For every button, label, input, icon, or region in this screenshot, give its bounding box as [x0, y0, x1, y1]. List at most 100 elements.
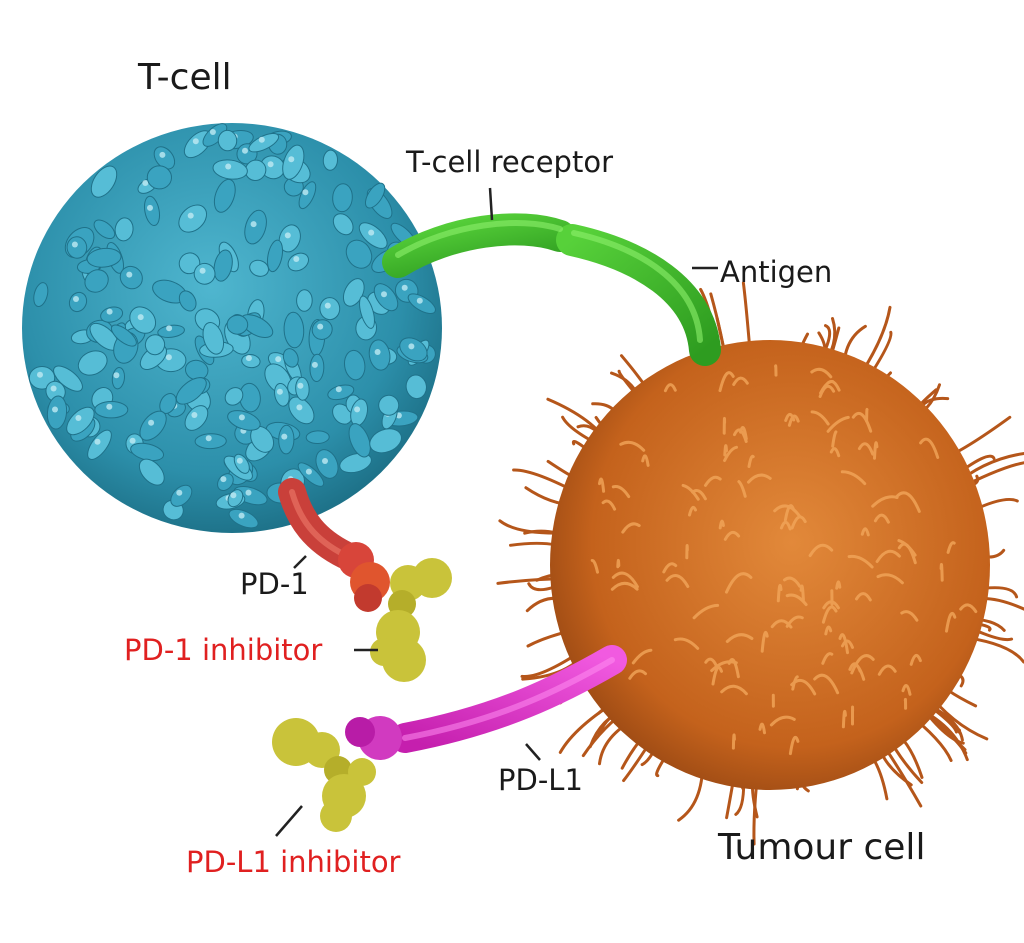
- tumour-wrinkle: [851, 412, 873, 433]
- tumour-wrinkle: [770, 619, 793, 629]
- t-cell-highlight: [238, 414, 245, 421]
- t-cell-microvillus: [369, 428, 402, 454]
- t-cell-microvillus: [143, 195, 161, 226]
- tumour-wrinkle: [895, 491, 921, 513]
- t-cell-highlight: [401, 284, 408, 291]
- t-cell-microvillus: [93, 219, 116, 240]
- t-cell-microvillus: [77, 350, 108, 376]
- t-cell-highlight: [374, 349, 381, 355]
- t-cell-microvillus: [358, 222, 388, 249]
- t-cell-highlight: [205, 435, 212, 442]
- tumour-wrinkle: [783, 576, 802, 588]
- tumour-wrinkle: [723, 444, 728, 457]
- t-cell-microvillus: [94, 401, 129, 419]
- t-cell-highlight: [250, 221, 257, 228]
- tumour-cell: [496, 281, 1024, 846]
- tumour-wrinkle: [718, 371, 735, 393]
- leader-lines: [275, 187, 718, 837]
- t-cell-highlight: [106, 308, 113, 315]
- tumour-wrinkle: [747, 473, 772, 484]
- t-cell-microvillus: [399, 337, 428, 362]
- t-cell-microvillus: [114, 217, 134, 242]
- tumour-wrinkle: [601, 499, 617, 511]
- tumour-wrinkle: [725, 572, 753, 594]
- pd1-protein: [278, 478, 390, 612]
- t-cell-highlight: [147, 204, 153, 211]
- t-cell-microvillus: [327, 384, 355, 401]
- t-cell-microvillus: [170, 484, 193, 507]
- tumour-wrinkle: [791, 675, 799, 691]
- t-cell-microvillus: [405, 374, 427, 400]
- tumour-wrinkle: [628, 669, 647, 680]
- tumour-wrinkle: [641, 454, 650, 467]
- t-cell-highlight: [192, 138, 199, 145]
- t-cell-highlight: [165, 354, 172, 361]
- t-cell-microvillus: [298, 181, 317, 210]
- tumour-wrinkle: [841, 639, 854, 649]
- t-cell-highlight: [311, 361, 318, 368]
- tumour-wrinkle: [710, 660, 738, 673]
- pdl1-protein: [345, 645, 627, 760]
- tumour-wrinkle: [945, 612, 957, 633]
- tumour-wrinkle: [711, 665, 723, 686]
- tumour-wrinkle: [732, 376, 749, 386]
- tumour-wrinkle: [688, 505, 697, 517]
- tumour-wrinkle: [909, 653, 922, 666]
- t-cell-microvillus: [202, 321, 225, 355]
- t-cell-microvillus: [157, 324, 185, 338]
- tumour-wrinkle: [733, 428, 748, 443]
- tumour-wrinkle: [840, 470, 867, 486]
- t-cell-highlight: [296, 404, 303, 411]
- tumour-wrinkle: [875, 549, 901, 563]
- tumour-wrinkle: [725, 633, 754, 643]
- t-cell-highlight: [416, 297, 423, 304]
- t-cell-microvillus: [309, 353, 325, 382]
- t-cell-microvillus: [305, 430, 330, 445]
- t-cell-microvillus: [283, 311, 305, 349]
- tumour-wrinkle: [619, 440, 646, 452]
- tumour-wrinkle: [760, 631, 769, 653]
- tumour-wrinkle: [847, 554, 874, 569]
- tumour-wrinkle: [838, 633, 849, 655]
- t-cell-microvillus: [138, 458, 165, 486]
- t-cell-microvillus: [373, 283, 399, 312]
- tumour-wrinkle: [819, 380, 835, 395]
- t-cell-highlight: [159, 151, 166, 158]
- tumour-wrinkle: [737, 480, 747, 498]
- t-cell-receptor-label: T-cell receptor: [406, 145, 613, 179]
- tumour-wrinkle: [665, 574, 690, 588]
- t-cell-microvillus: [146, 165, 172, 190]
- tumour-wrinkle: [900, 610, 919, 622]
- tumour-wrinkle: [939, 563, 944, 582]
- t-cell-microvillus: [274, 382, 290, 407]
- t-cell-highlight: [354, 406, 361, 413]
- t-cell-microvillus: [315, 449, 339, 479]
- t-cell-microvillus: [332, 213, 354, 236]
- t-cell-highlight: [238, 512, 245, 519]
- t-cell-microvillus: [86, 247, 122, 268]
- t-cell-microvillus: [213, 249, 233, 282]
- tumour-wrinkle: [723, 445, 738, 462]
- tumour-wrinkle: [704, 657, 719, 668]
- t-cell-highlight: [305, 468, 312, 475]
- t-cell-microvillus: [110, 324, 137, 347]
- t-cell-microvillus: [193, 262, 216, 285]
- t-cell-microvillus: [288, 396, 315, 425]
- tumour-wrinkle: [897, 542, 917, 565]
- tumour-wrinkle: [783, 504, 796, 522]
- tumour-wrinkle: [616, 558, 621, 569]
- pd1-label: PD-1: [240, 567, 309, 601]
- t-cell-microvillus: [319, 297, 341, 321]
- t-cell-highlight: [94, 438, 101, 445]
- t-cell-microvillus: [226, 314, 249, 335]
- t-cell-highlight: [245, 355, 252, 362]
- t-cell-highlight: [187, 212, 194, 219]
- t-cell-microvillus: [244, 209, 267, 245]
- pdl1-inhibitor-label: PD-L1 inhibitor: [186, 845, 401, 879]
- antigen-label: Antigen: [720, 255, 833, 289]
- t-cell-microvilli: [28, 123, 436, 529]
- t-cell: [22, 123, 442, 533]
- t-cell-microvillus: [244, 159, 267, 181]
- t-cell-highlight: [176, 489, 183, 496]
- t-cell-microvillus: [178, 290, 197, 312]
